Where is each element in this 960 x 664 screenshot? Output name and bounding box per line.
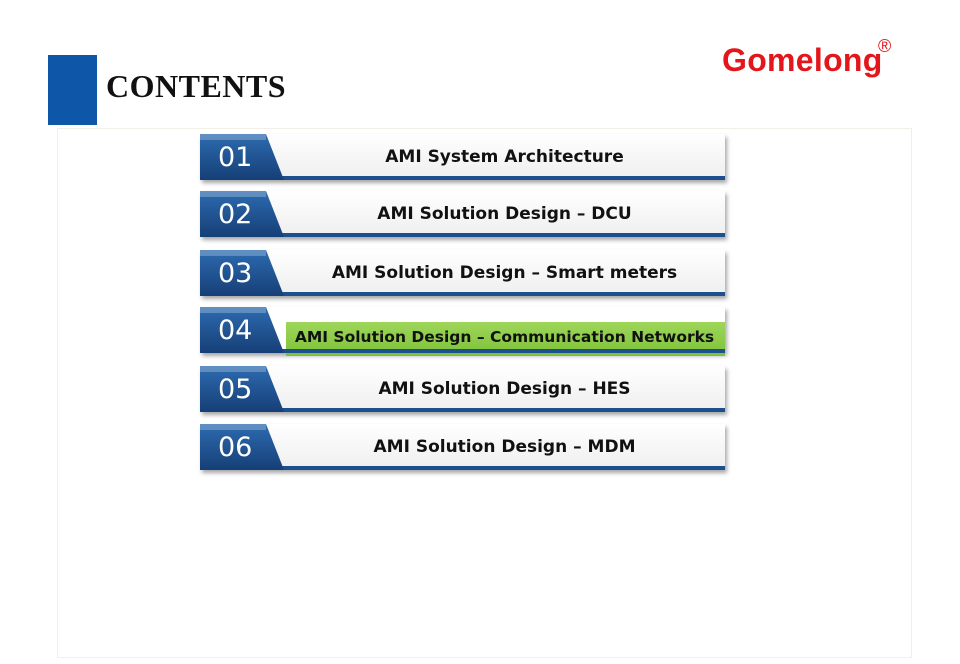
item-label: AMI Solution Design – MDM	[373, 437, 636, 457]
page-title: CONTENTS	[106, 68, 287, 104]
item-bar	[200, 191, 725, 237]
registered-mark: ®	[878, 36, 892, 56]
item-label: AMI Solution Design – HES	[378, 379, 631, 399]
item-underline	[200, 176, 725, 180]
title-accent-block	[48, 55, 97, 125]
contents-item-01[interactable]: 01 AMI System Architecture	[200, 134, 725, 180]
item-number: 03	[218, 258, 253, 289]
contents-item-05[interactable]: 05 AMI Solution Design – HES	[200, 366, 725, 412]
item-underline	[200, 233, 725, 237]
item-number: 04	[218, 315, 253, 346]
item-underline	[200, 349, 725, 353]
item-label: AMI Solution Design – DCU	[377, 204, 632, 224]
item-number: 05	[218, 374, 253, 405]
item-bar	[200, 134, 725, 180]
item-number: 02	[218, 199, 253, 230]
item-label: AMI System Architecture	[385, 147, 624, 167]
item-number: 06	[218, 432, 253, 463]
item-label: AMI Solution Design – Smart meters	[331, 263, 678, 283]
item-bar	[200, 250, 725, 296]
item-underline	[200, 292, 725, 296]
item-bar	[200, 424, 725, 470]
item-number: 01	[218, 142, 253, 173]
contents-item-06[interactable]: 06 AMI Solution Design – MDM	[200, 424, 725, 470]
contents-item-03[interactable]: 03 AMI Solution Design – Smart meters	[200, 250, 725, 296]
contents-item-02[interactable]: 02 AMI Solution Design – DCU	[200, 191, 725, 237]
item-label: AMI Solution Design – Communication Netw…	[294, 328, 715, 346]
item-underline	[200, 408, 725, 412]
contents-item-04[interactable]: 04 AMI Solution Design – Communication N…	[200, 307, 725, 356]
brand-logo: Gomelong ®	[722, 36, 891, 79]
item-underline	[200, 466, 725, 470]
logo-text: Gomelong	[722, 42, 883, 78]
item-bar	[200, 366, 725, 412]
